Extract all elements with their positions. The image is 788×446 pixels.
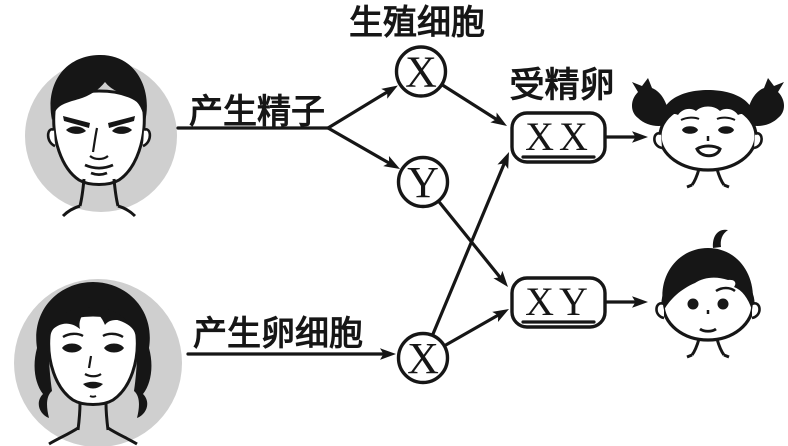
father-right-eye: [112, 126, 132, 134]
father-hair: [50, 54, 147, 122]
daughter-bangs: [660, 90, 756, 126]
daughter-figure: [632, 78, 784, 189]
son-right-eye: [717, 298, 729, 310]
sperm-y-letter: Y: [407, 158, 439, 207]
father-nose: [89, 127, 109, 161]
father-figure: [25, 54, 177, 218]
son-neck: [686, 338, 730, 359]
sperm-x-letter: X: [405, 48, 437, 97]
son-left-ear: [655, 302, 665, 320]
egg-x-node: X: [396, 331, 450, 385]
arrow-spermx-to-xx: [441, 83, 507, 126]
arrow-egg-production: [186, 348, 396, 360]
daughter-left-pigtail: [632, 78, 670, 126]
egg-x-letter: X: [407, 334, 439, 383]
mother-face: [47, 313, 139, 406]
arrow-sperm-to-x: [326, 85, 398, 130]
father-right-eyebrow: [108, 116, 135, 128]
sperm-x-node: X: [394, 45, 448, 98]
mother-neck: [48, 402, 138, 446]
produce-egg-label: 产生卵细胞: [193, 314, 363, 354]
arrow-eggx-to-xy: [444, 309, 509, 347]
father-left-eye: [66, 126, 86, 134]
father-left-eyebrow: [63, 116, 90, 128]
son-mouth: [699, 327, 717, 333]
arrow-spermy-to-xy: [437, 200, 508, 287]
mother-fringe-right: [89, 306, 129, 325]
son-right-eyebrow: [715, 286, 736, 293]
zygote-xx-node: XX: [510, 111, 607, 164]
son-cowlick: [712, 229, 728, 248]
arrow-sperm-to-y: [326, 126, 400, 169]
father-face: [52, 89, 146, 186]
son-hair: [662, 248, 754, 310]
father-right-ear: [142, 128, 152, 148]
mother-nose: [84, 355, 102, 378]
arrow-eggx-to-xx: [431, 152, 509, 336]
zygote-xy-letters: XY: [525, 279, 593, 324]
daughter-mouth: [695, 144, 722, 158]
son-right-ear: [751, 302, 761, 320]
mother-eyebrows: [62, 332, 124, 339]
father-mouth: [84, 163, 114, 176]
zygote-xy-node: XY: [510, 276, 607, 329]
father-neck: [61, 178, 137, 218]
produce-sperm-label: 产生精子: [189, 92, 325, 132]
mother-right-eye: [104, 343, 124, 353]
mother-lips: [83, 381, 103, 389]
daughter-left-eye: [682, 126, 698, 134]
father-left-ear: [46, 128, 56, 148]
daughter-right-pigtail: [746, 78, 784, 126]
zygote-label: 受精卵: [509, 65, 614, 106]
mother-figure: [14, 279, 182, 446]
daughter-eyebrows: [680, 116, 736, 121]
sperm-y-node: Y: [396, 155, 450, 209]
daughter-neck: [686, 168, 730, 189]
zygote-xx-letters: XX: [525, 114, 593, 159]
daughter-right-ear: [753, 132, 763, 150]
mother-left-eye: [62, 343, 82, 353]
arrow-xx-to-daughter: [603, 131, 648, 143]
germ-cells-label: 生殖细胞: [349, 3, 485, 43]
mother-chin-line: [89, 395, 97, 398]
arrow-xy-to-son: [603, 296, 648, 308]
son-left-eye: [687, 298, 699, 310]
mother-fringe-left: [50, 307, 89, 332]
son-figure: [655, 229, 761, 359]
daughter-right-eye: [718, 126, 734, 134]
daughter-left-ear: [653, 132, 663, 150]
